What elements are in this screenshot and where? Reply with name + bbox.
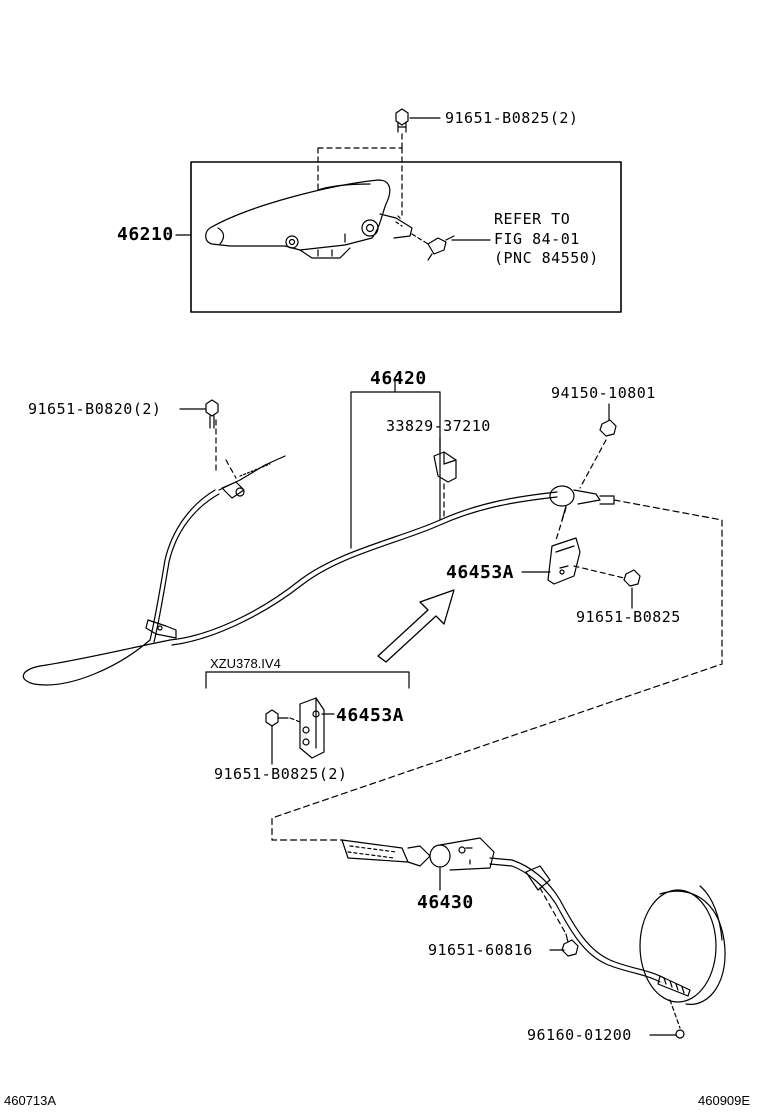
cable-no3-icon xyxy=(341,837,691,997)
variant-tag: XZU378.IV4 xyxy=(210,656,281,671)
bolt-bracket-lower-icon xyxy=(265,709,289,727)
bracket-upper-icon xyxy=(547,537,581,585)
bolt-left-label: 91651-B0820(2) xyxy=(28,400,162,418)
footer-right-code: 460909E xyxy=(698,1093,751,1108)
bolt-bracket-upper-icon xyxy=(623,569,641,587)
refer-line2: FIG 84-01 xyxy=(494,230,580,248)
brake-drum-icon xyxy=(639,885,726,1005)
cable-no3-label: 46430 xyxy=(417,892,474,913)
parking-brake-lever-icon xyxy=(205,179,413,259)
bolt-top-label: 91651-B0825(2) xyxy=(445,109,579,127)
bracket-lower-icon xyxy=(299,697,325,759)
refer-line3: (PNC 84550) xyxy=(494,249,599,267)
cable-no1-end-icon xyxy=(549,485,615,521)
footer-left-code: 460713A xyxy=(4,1093,57,1108)
bolt-bracket-upper-label: 91651-B0825 xyxy=(576,608,681,626)
nut-right-icon xyxy=(599,419,617,437)
direction-arrow-icon xyxy=(377,589,455,663)
bolt-left-icon xyxy=(205,399,219,429)
refer-line1: REFER TO xyxy=(494,210,571,228)
cable-clamp-icon xyxy=(433,451,457,483)
bracket-lower-label: 46453A xyxy=(336,705,405,726)
bolt-bracket-lower-label: 91651-B0825(2) xyxy=(214,765,348,783)
lever-switch-icon xyxy=(411,233,455,261)
bolt-cable3-label: 91651-60816 xyxy=(428,941,533,959)
bracket-upper-label: 46453A xyxy=(446,562,515,583)
cable-no1-icon xyxy=(22,455,558,686)
lever-assy-label: 46210 xyxy=(117,224,174,245)
nut-right-label: 94150-10801 xyxy=(551,384,656,402)
cable-no1-label: 46420 xyxy=(370,368,427,389)
bolt-top-icon xyxy=(395,108,409,133)
lever-assembly-frame xyxy=(190,161,622,313)
clamp-label: 33829-37210 xyxy=(386,417,491,435)
clip-drum-icon xyxy=(675,1029,685,1039)
clip-drum-label: 96160-01200 xyxy=(527,1026,632,1044)
